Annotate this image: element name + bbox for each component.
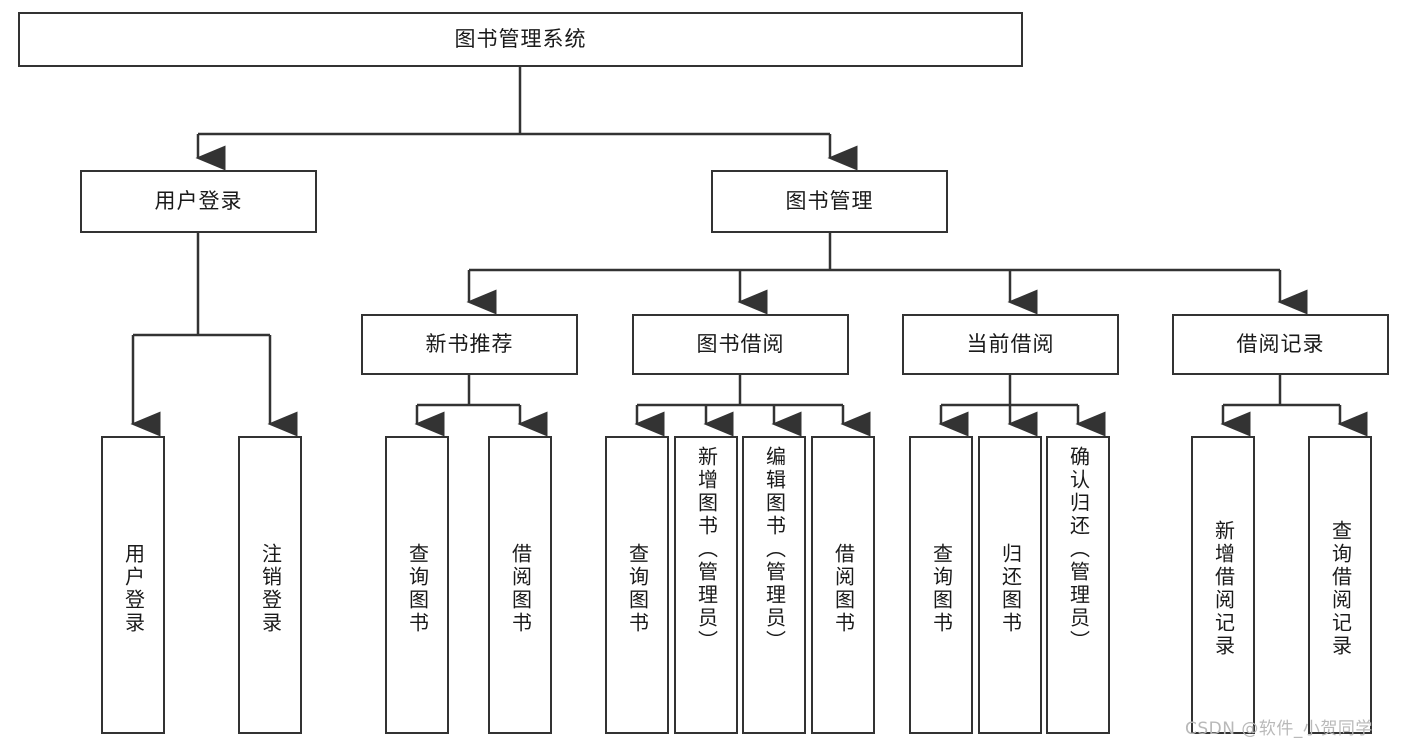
- node-leaf-logout[interactable]: 注销登录: [238, 436, 302, 734]
- node-leaf-add-book-admin-label: 新增图书（管理员）: [694, 446, 719, 653]
- node-book-management[interactable]: 图书管理: [711, 170, 948, 233]
- node-root[interactable]: 图书管理系统: [18, 12, 1023, 67]
- node-leaf-user-login[interactable]: 用户登录: [101, 436, 165, 734]
- node-leaf-query-borrow-record-label: 查询借阅记录: [1328, 520, 1353, 658]
- node-user-login-label: 用户登录: [154, 188, 243, 213]
- node-current-borrow-label: 当前借阅: [966, 331, 1055, 356]
- node-borrow-record[interactable]: 借阅记录: [1172, 314, 1389, 375]
- node-leaf-new-book-borrow[interactable]: 借阅图书: [488, 436, 552, 734]
- node-leaf-edit-book-admin-label: 编辑图书（管理员）: [762, 446, 787, 653]
- node-leaf-new-book-query-label: 查询图书: [405, 543, 430, 635]
- node-borrow-record-label: 借阅记录: [1236, 331, 1325, 356]
- node-leaf-confirm-return-admin[interactable]: 确认归还（管理员）: [1046, 436, 1110, 734]
- node-leaf-borrow-query-book[interactable]: 查询图书: [605, 436, 669, 734]
- node-leaf-add-book-admin[interactable]: 新增图书（管理员）: [674, 436, 738, 734]
- node-leaf-borrow-book[interactable]: 借阅图书: [811, 436, 875, 734]
- node-leaf-borrow-query-book-label: 查询图书: [625, 543, 650, 635]
- node-leaf-return-book[interactable]: 归还图书: [978, 436, 1042, 734]
- node-leaf-return-book-label: 归还图书: [998, 543, 1023, 635]
- node-leaf-user-login-label: 用户登录: [121, 543, 146, 635]
- node-leaf-new-book-query[interactable]: 查询图书: [385, 436, 449, 734]
- node-book-borrow[interactable]: 图书借阅: [632, 314, 849, 375]
- node-leaf-new-book-borrow-label: 借阅图书: [508, 543, 533, 635]
- node-leaf-borrow-book-label: 借阅图书: [831, 543, 856, 635]
- node-new-book-recommend-label: 新书推荐: [425, 331, 514, 356]
- node-leaf-confirm-return-admin-label: 确认归还（管理员）: [1066, 446, 1091, 653]
- node-leaf-add-borrow-record-label: 新增借阅记录: [1211, 520, 1236, 658]
- node-new-book-recommend[interactable]: 新书推荐: [361, 314, 578, 375]
- node-leaf-current-query-book-label: 查询图书: [929, 543, 954, 635]
- node-leaf-current-query-book[interactable]: 查询图书: [909, 436, 973, 734]
- node-book-borrow-label: 图书借阅: [696, 331, 785, 356]
- node-user-login[interactable]: 用户登录: [80, 170, 317, 233]
- node-leaf-logout-label: 注销登录: [258, 543, 283, 635]
- node-current-borrow[interactable]: 当前借阅: [902, 314, 1119, 375]
- node-leaf-edit-book-admin[interactable]: 编辑图书（管理员）: [742, 436, 806, 734]
- node-leaf-query-borrow-record[interactable]: 查询借阅记录: [1308, 436, 1372, 734]
- node-leaf-add-borrow-record[interactable]: 新增借阅记录: [1191, 436, 1255, 734]
- node-root-label: 图书管理系统: [454, 26, 587, 51]
- node-book-management-label: 图书管理: [785, 188, 874, 213]
